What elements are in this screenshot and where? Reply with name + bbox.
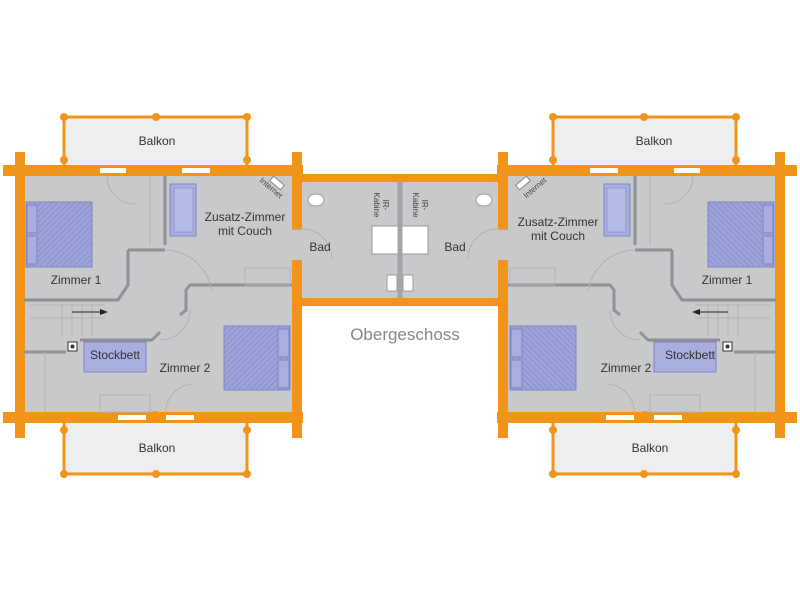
floor-title: Obergeschoss bbox=[350, 325, 460, 344]
ir-cabin-line2: Kabine bbox=[372, 192, 381, 218]
left-ir-cabin-label: IR-Kabine bbox=[372, 193, 390, 218]
right-ir-cabin-label: IR-Kabine bbox=[411, 193, 429, 218]
right-room1-label: Zimmer 1 bbox=[701, 273, 753, 287]
ir-cabin-line2: Kabine bbox=[411, 192, 420, 218]
extra-room-line2: mit Couch bbox=[217, 224, 273, 238]
right-balcony-top-label: Balkon bbox=[635, 134, 673, 148]
extra-room-line1: Zusatz-Zimmer bbox=[517, 215, 599, 229]
right-bath-label: Bad bbox=[444, 240, 466, 254]
left-balcony-bottom-label: Balkon bbox=[138, 441, 176, 455]
left-bath-label: Bad bbox=[309, 240, 331, 254]
left-room1-label: Zimmer 1 bbox=[50, 273, 102, 287]
extra-room-line2: mit Couch bbox=[530, 229, 586, 243]
right-apartment bbox=[398, 111, 799, 480]
ir-cabin-line1: IR- bbox=[381, 199, 390, 211]
right-balcony-bottom-label: Balkon bbox=[631, 441, 669, 455]
left-room2-label: Zimmer 2 bbox=[159, 361, 211, 375]
left-apartment bbox=[1, 111, 402, 480]
left-bunk-bed-label: Stockbett bbox=[89, 348, 141, 362]
right-bunk-bed-label: Stockbett bbox=[664, 348, 716, 362]
left-balcony-top-label: Balkon bbox=[138, 134, 176, 148]
right-room2-label: Zimmer 2 bbox=[600, 361, 652, 375]
extra-room-line1: Zusatz-Zimmer bbox=[204, 210, 286, 224]
ir-cabin-line1: IR- bbox=[420, 199, 429, 211]
